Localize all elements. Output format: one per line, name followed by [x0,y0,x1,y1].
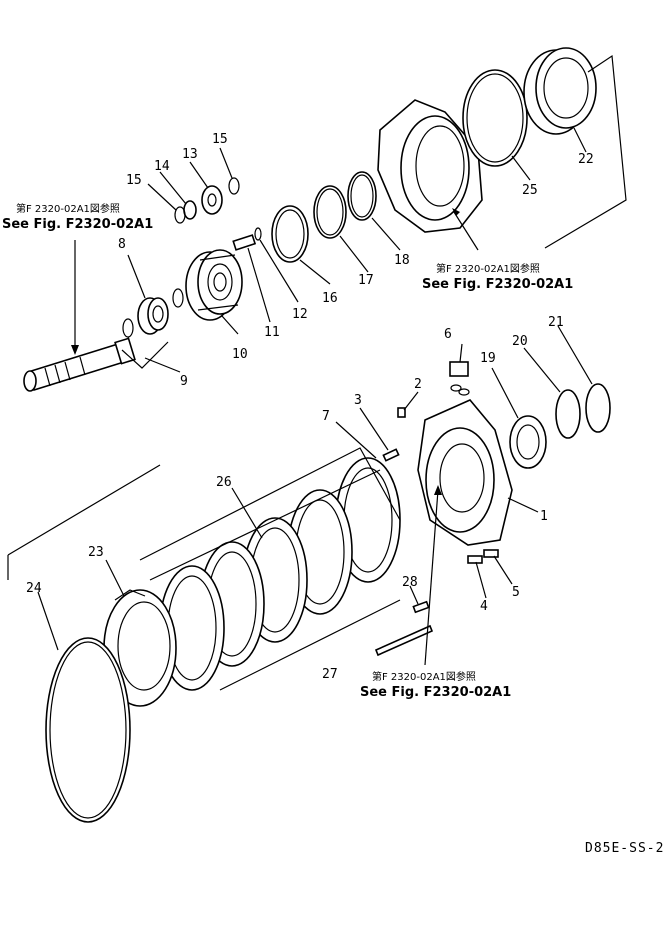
ring-12 [254,227,262,241]
callout-28: 28 [402,575,418,590]
pin-11 [232,234,257,251]
ref-bottom-jp: 第F 2320-02A1図参照 [372,670,476,683]
clutch-plate-stack [159,457,401,691]
leaders [37,127,593,651]
housing-upper [377,99,483,233]
callout-14: 14 [154,159,170,174]
callout-4: 4 [480,599,488,614]
ring-21 [585,383,611,433]
bearing-8 [137,297,169,335]
callout-18: 18 [394,253,410,268]
ref-arrow-mid [453,211,479,251]
spring-4 [467,555,483,564]
spring-5 [483,549,499,558]
bracket-26-b [149,469,381,581]
callout-7: 7 [322,409,330,424]
ref-note-mid: 第F 2320-02A1図参照 See Fig. F2320-02A1 [422,262,573,292]
ring-gear-22 [523,47,597,135]
snap-ring-small [122,318,134,338]
bearing-19 [509,415,547,469]
callout-2: 2 [414,377,422,392]
ref-left-en: See Fig. F2320-02A1 [2,217,153,232]
washer-15b [228,177,240,195]
callout-19: 19 [480,351,496,366]
washer-15a [174,206,186,224]
callout-16: 16 [322,291,338,306]
ref-note-bottom: 第F 2320-02A1図参照 See Fig. F2320-02A1 [360,670,511,700]
callout-1: 1 [540,509,548,524]
leader-9 [121,341,169,369]
ring-18 [347,171,377,221]
leader-9-b [144,357,181,373]
callout-15b: 15 [212,132,228,147]
ref-mid-jp: 第F 2320-02A1図参照 [436,262,540,275]
callout-10: 10 [232,347,248,362]
callout-12: 12 [292,307,308,322]
callout-15a: 15 [126,173,142,188]
callout-9: 9 [180,374,188,389]
ref-mid-en: See Fig. F2320-02A1 [422,277,573,292]
planet-carrier-10 [185,249,243,321]
callout-6: 6 [444,327,452,342]
bracket-26 [139,447,401,561]
callout-22: 22 [578,152,594,167]
callout-8: 8 [118,237,126,252]
part-6 [449,361,469,377]
ref-bottom-en: See Fig. F2320-02A1 [360,685,511,700]
ring-24 [45,637,131,823]
snap-ring-small [172,288,184,308]
callout-26: 26 [216,475,232,490]
callout-13: 13 [182,147,198,162]
ring-16 [271,205,309,263]
long-pin [374,624,434,657]
pin-28 [412,600,430,614]
part-3 [382,448,400,462]
callout-labels: 1 2 3 4 5 6 7 8 9 10 11 12 13 14 15 15 1… [26,132,594,682]
callout-17: 17 [358,273,374,288]
drawing-code: D85E-SS-2 [585,841,664,856]
ring-25 [462,69,528,167]
leader-bracket-22 [544,54,627,249]
callout-11: 11 [264,325,280,340]
callout-23: 23 [88,545,104,560]
part-2 [397,407,406,418]
callout-27: 27 [322,667,338,682]
callout-20: 20 [512,334,528,349]
ring-20 [555,389,581,439]
ring-17 [313,185,347,239]
planet-gear-13 [201,185,223,215]
callout-21: 21 [548,315,564,330]
ref-arrowhead-left [71,345,79,355]
output-shaft [23,337,136,392]
callout-5: 5 [512,585,520,600]
callout-25: 25 [522,183,538,198]
ref-arrow-bottom [424,489,439,666]
callout-24: 24 [26,581,42,596]
callout-3: 3 [354,393,362,408]
bracket-27 [219,599,401,691]
housing-1 [417,399,513,546]
ref-note-left: 第F 2320-02A1図参照 See Fig. F2320-02A1 [2,202,153,232]
guide-line-left [7,464,161,556]
ref-left-jp: 第F 2320-02A1図参照 [16,202,120,215]
